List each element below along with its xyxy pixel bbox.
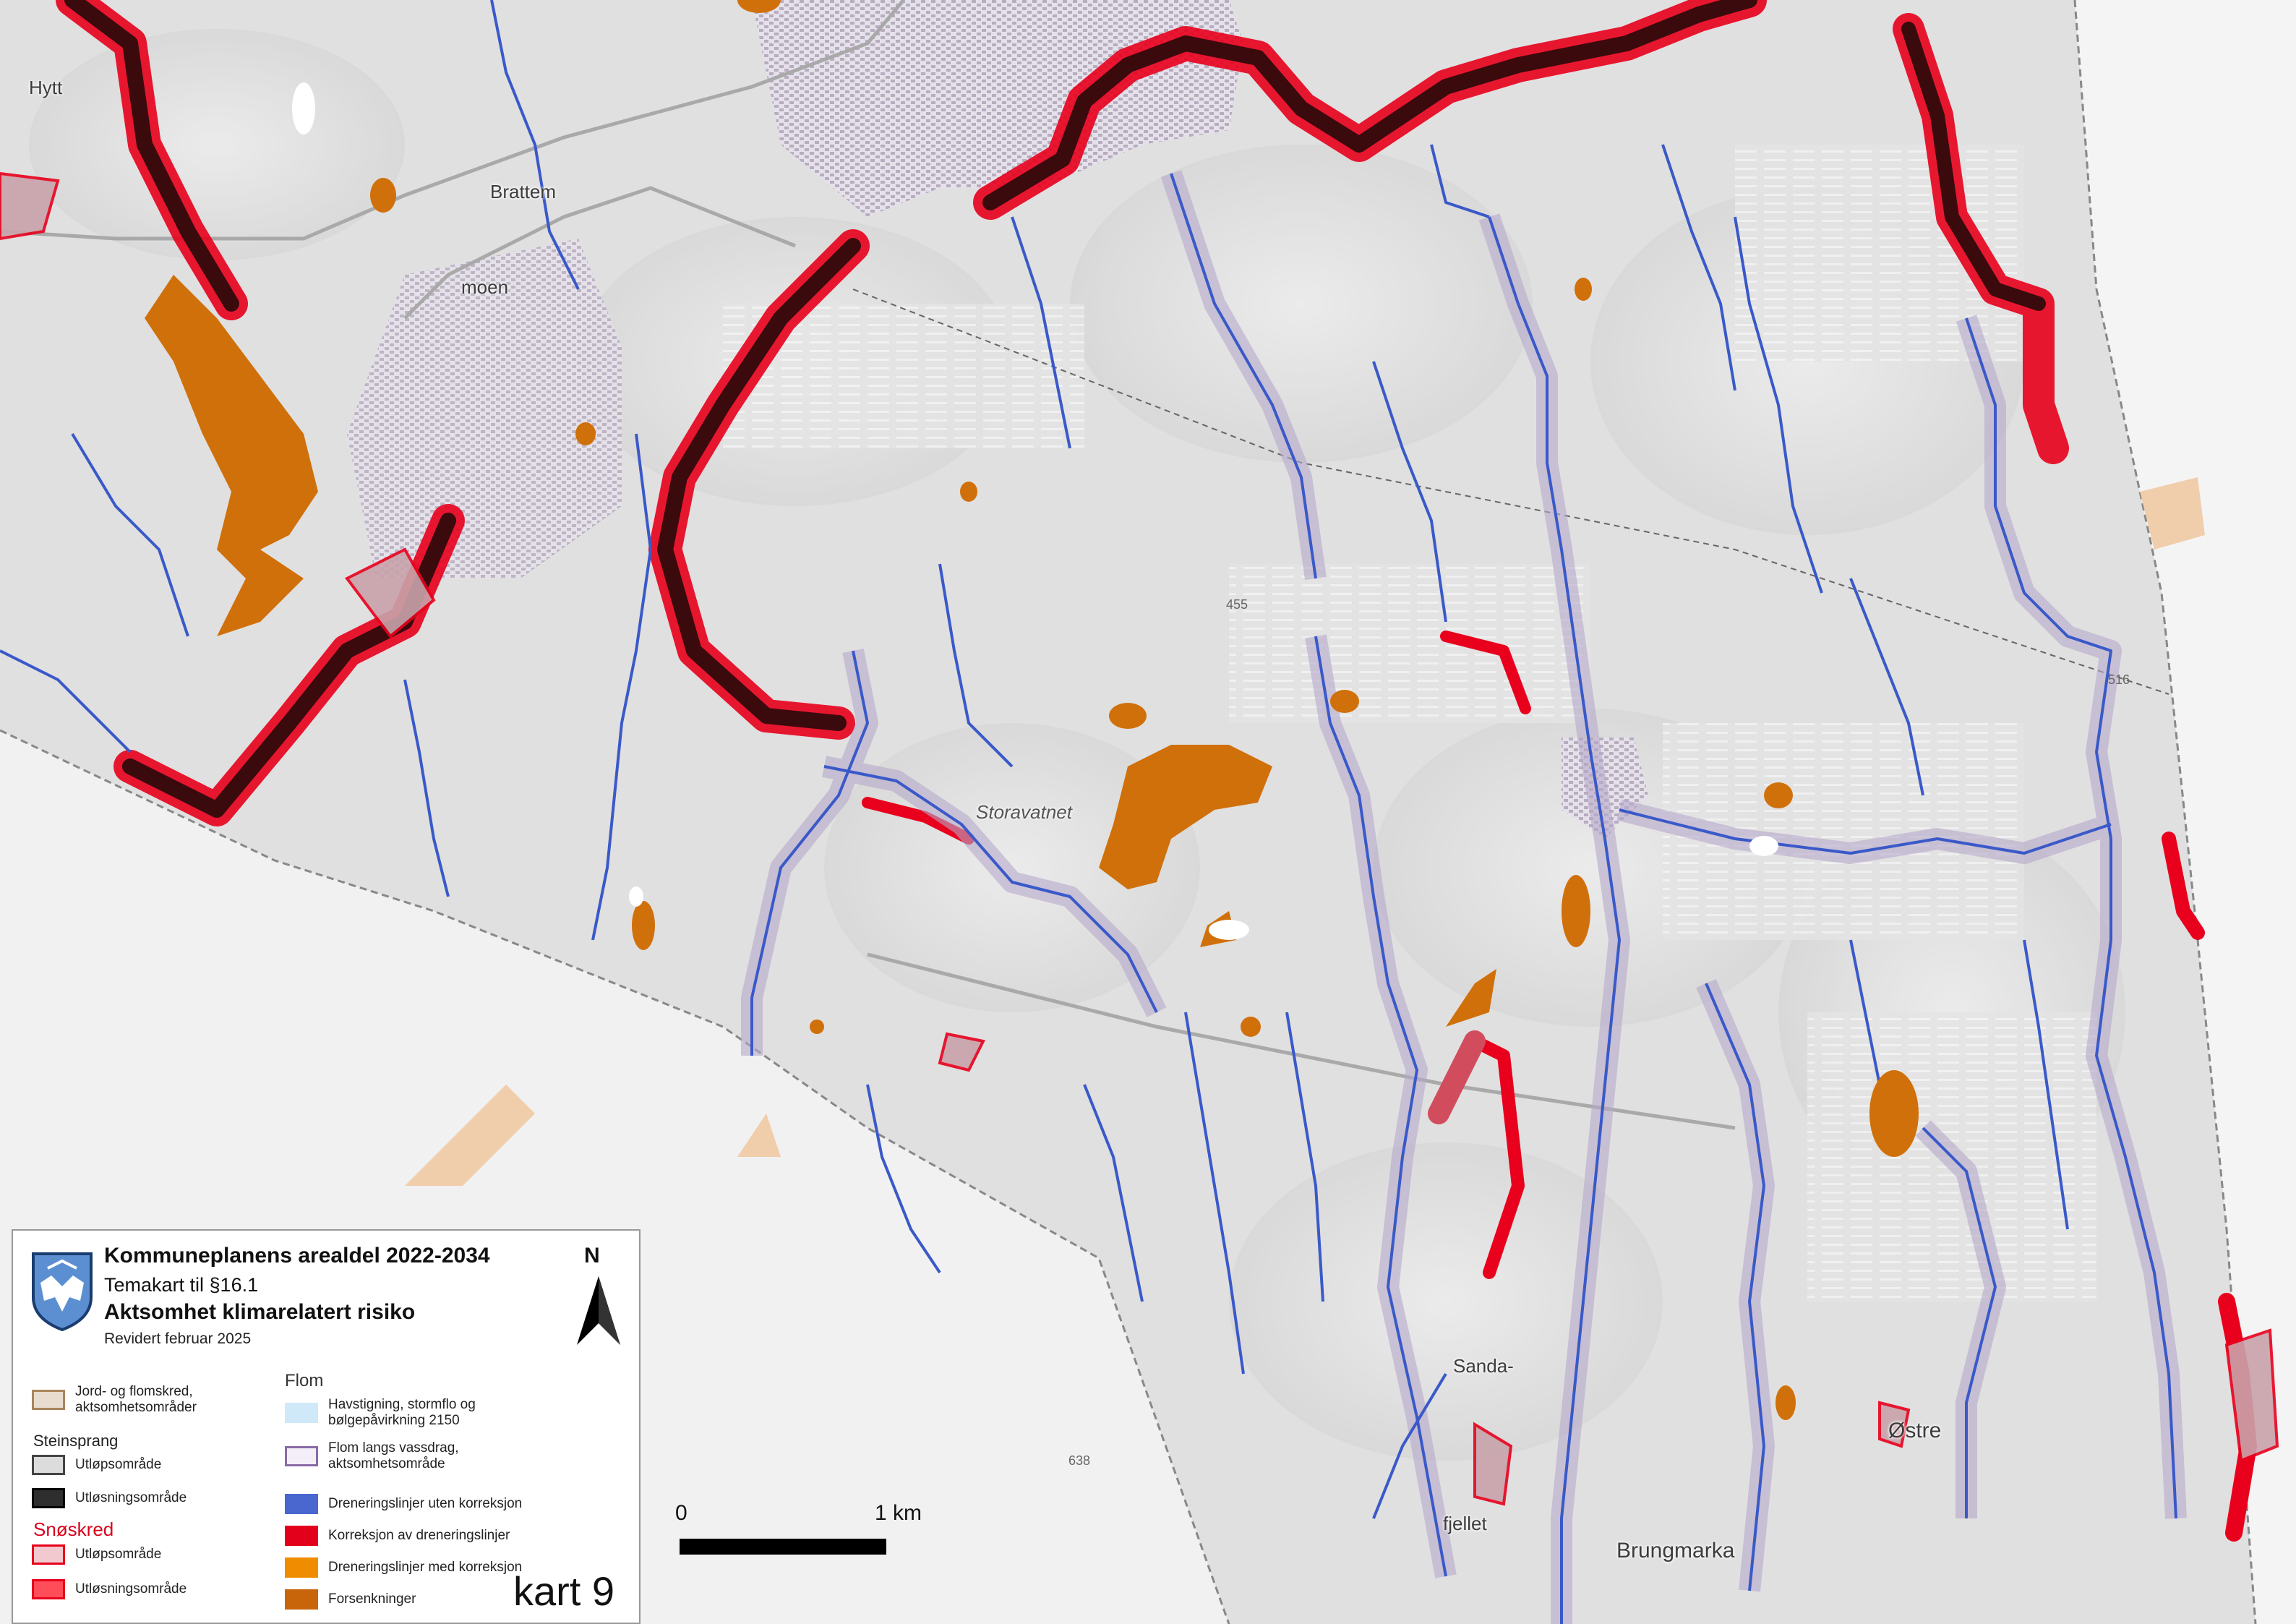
- legend-item-sno-utlop: Utløpsområde: [32, 1544, 161, 1565]
- place-label-ostre: Østre: [1888, 1419, 1942, 1443]
- place-label-moen: moen: [461, 276, 509, 298]
- legend-swatch-stein-utlosning: [32, 1488, 65, 1508]
- legend-title: Kommuneplanens arealdel 2022-2034: [104, 1244, 490, 1268]
- roads: [0, 0, 1736, 1130]
- scale-label-one-km: 1 km: [875, 1501, 922, 1525]
- avalanche-bands: [56, 0, 2257, 1542]
- legend-item-dren-uten: Dreneringslinjer uten korreksjon: [285, 1494, 522, 1514]
- place-label-fjellet: fjellet: [1443, 1513, 1487, 1534]
- legend-swatch-forsenkninger: [285, 1589, 318, 1610]
- municipal-crest-icon: [32, 1252, 93, 1332]
- north-arrow-icon: [577, 1276, 620, 1345]
- legend-theme: Aktsomhet klimarelatert risiko: [104, 1300, 416, 1324]
- legend-item-havstigning: Havstigning, stormflo og bølgepåvirkning…: [285, 1397, 502, 1429]
- place-label-storavatnet: Storavatnet: [976, 801, 1072, 823]
- sheet-label: kart 9: [513, 1568, 615, 1614]
- legend-swatch-dren-med: [285, 1557, 318, 1578]
- snow-runout-areas: [0, 171, 2279, 1506]
- scale-label-zero: 0: [675, 1501, 687, 1525]
- place-label-brungmarka: Brungmarka: [1616, 1539, 1735, 1563]
- outside-study-area-east: [2075, 0, 2296, 1624]
- legend-item-sno-utlosning: Utløsningsområde: [32, 1579, 187, 1599]
- legend-swatch-korreksjon: [285, 1526, 318, 1546]
- legend-label-sno-utlosning: Utløsningsområde: [75, 1581, 187, 1597]
- legend-label-korreksjon: Korreksjon av dreneringslinjer: [328, 1528, 510, 1543]
- legend-label-havstigning: Havstigning, stormflo og bølgepåvirkning…: [328, 1397, 476, 1428]
- legend-label-forsenkninger: Forsenkninger: [328, 1591, 416, 1607]
- place-label-sanda: Sanda-: [1453, 1355, 1514, 1377]
- legend-item-dren-med: Dreneringslinjer med korreksjon: [285, 1557, 522, 1578]
- legend-item-forsenkninger: Forsenkninger: [285, 1589, 416, 1610]
- legend-swatch-sno-utlosning: [32, 1579, 65, 1599]
- map-legend: Kommuneplanens arealdel 2022-2034 Temaka…: [12, 1229, 641, 1624]
- scale-bar-graphic: [680, 1539, 886, 1555]
- lakes: [292, 82, 1778, 940]
- legend-label-dren-uten: Dreneringslinjer uten korreksjon: [328, 1496, 523, 1511]
- place-label-hytt: Hytt: [29, 77, 63, 98]
- legend-label-jord: Jord- og flomskred, aktsomhetsområder: [75, 1384, 197, 1415]
- elevation-label-455: 455: [1226, 597, 1248, 612]
- legend-item-flom-vassdrag: Flom langs vassdrag, aktsomhetsområde: [285, 1440, 502, 1472]
- legend-item-jord-flomskred: Jord- og flomskred, aktsomhetsområder: [32, 1384, 263, 1416]
- legend-heading-flom: Flom: [285, 1371, 324, 1390]
- legend-heading-snoskred: Snøskred: [33, 1518, 114, 1540]
- powerline: [852, 289, 2169, 695]
- legend-swatch-jord: [32, 1390, 65, 1410]
- legend-label-flom-vassdrag: Flom langs vassdrag, aktsomhetsområde: [328, 1440, 459, 1471]
- legend-swatch-stein-utlop: [32, 1455, 65, 1475]
- place-label-brattem: Brattem: [490, 181, 557, 202]
- legend-swatch-flom-vassdrag: [285, 1446, 318, 1466]
- legend-swatch-havstigning: [285, 1403, 318, 1423]
- legend-swatch-dren-uten: [285, 1494, 318, 1514]
- legend-heading-steinsprang: Steinsprang: [33, 1432, 119, 1450]
- elevation-label-638: 638: [1068, 1453, 1091, 1468]
- legend-label-dren-med: Dreneringslinjer med korreksjon: [328, 1560, 523, 1575]
- elevation-label-516: 516: [2108, 672, 2130, 687]
- legend-item-korreksjon: Korreksjon av dreneringslinjer: [285, 1526, 510, 1546]
- legend-label-sno-utlop: Utløpsområde: [75, 1547, 162, 1562]
- legend-label-stein-utlosning: Utløsningsområde: [75, 1490, 187, 1505]
- legend-subtitle: Temakart til §16.1: [104, 1274, 259, 1296]
- legend-label-stein-utlop: Utløpsområde: [75, 1457, 162, 1472]
- north-label: N: [584, 1244, 600, 1268]
- legend-swatch-sno-utlop: [32, 1544, 65, 1565]
- legend-revised: Revidert februar 2025: [104, 1330, 252, 1347]
- legend-item-stein-utlosning: Utløsningsområde: [32, 1488, 187, 1508]
- legend-item-stein-utlop: Utløpsområde: [32, 1455, 161, 1475]
- pale-depressions: [405, 477, 2205, 1186]
- drainage-lines: [0, 0, 2177, 1624]
